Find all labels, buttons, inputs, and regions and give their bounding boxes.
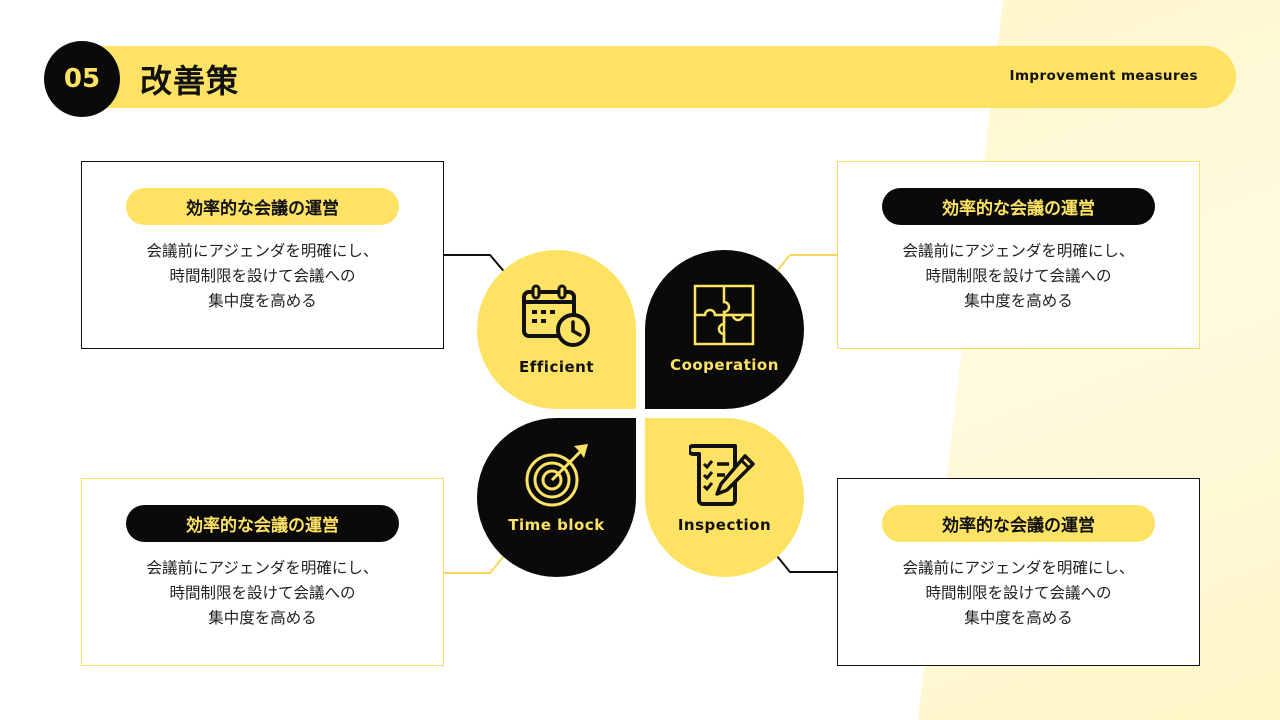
card-description: 会議前にアジェンダを明確にし、 時間制限を設けて会議への 集中度を高める — [903, 239, 1135, 314]
card-line: 集中度を高める — [964, 292, 1073, 310]
card-top-left: 効率的な会議の運営 会議前にアジェンダを明確にし、 時間制限を設けて会議への 集… — [81, 161, 444, 349]
card-line: 集中度を高める — [208, 609, 317, 627]
page-subtitle: Improvement measures — [1009, 68, 1198, 84]
card-line: 会議前にアジェンダを明確にし、 — [146, 559, 379, 577]
target-arrow-icon — [525, 444, 588, 507]
calendar-clock-icon — [521, 284, 590, 347]
checklist-pencil-icon — [688, 444, 755, 506]
card-line: 集中度を高める — [208, 292, 317, 310]
petal-label: Inspection — [677, 516, 772, 534]
card-line: 集中度を高める — [964, 609, 1073, 627]
puzzle-icon — [693, 284, 754, 346]
card-line: 時間制限を設けて会議への — [925, 267, 1112, 285]
petal-inspection: Inspection — [645, 418, 804, 577]
section-number-badge: 05 — [44, 41, 120, 117]
card-line: 時間制限を設けて会議への — [925, 584, 1112, 602]
card-line: 会議前にアジェンダを明確にし、 — [902, 242, 1135, 260]
card-top-right: 効率的な会議の運営 会議前にアジェンダを明確にし、 時間制限を設けて会議への 集… — [837, 161, 1200, 349]
card-bottom-right: 効率的な会議の運営 会議前にアジェンダを明確にし、 時間制限を設けて会議への 集… — [837, 478, 1200, 666]
card-line: 時間制限を設けて会議への — [169, 584, 356, 602]
petal-time-block: Time block — [477, 418, 636, 577]
petal-label: Time block — [508, 516, 605, 534]
card-description: 会議前にアジェンダを明確にし、 時間制限を設けて会議への 集中度を高める — [903, 556, 1135, 631]
card-title-pill: 効率的な会議の運営 — [882, 505, 1155, 542]
card-line: 会議前にアジェンダを明確にし、 — [146, 242, 379, 260]
card-description: 会議前にアジェンダを明確にし、 時間制限を設けて会議への 集中度を高める — [147, 556, 379, 631]
petal-efficient: Efficient — [477, 250, 636, 409]
card-title-pill: 効率的な会議の運営 — [882, 188, 1155, 225]
petal-cooperation: Cooperation — [645, 250, 804, 409]
card-description: 会議前にアジェンダを明確にし、 時間制限を設けて会議への 集中度を高める — [147, 239, 379, 314]
card-title-pill: 効率的な会議の運営 — [126, 188, 399, 225]
card-title-pill: 効率的な会議の運営 — [126, 505, 399, 542]
petal-label: Cooperation — [670, 356, 779, 374]
card-line: 会議前にアジェンダを明確にし、 — [902, 559, 1135, 577]
page-title: 改善策 — [140, 62, 240, 100]
card-bottom-left: 効率的な会議の運営 会議前にアジェンダを明確にし、 時間制限を設けて会議への 集… — [81, 478, 444, 666]
card-line: 時間制限を設けて会議への — [169, 267, 356, 285]
petal-label: Efficient — [519, 358, 594, 376]
header-bar — [80, 46, 1236, 108]
